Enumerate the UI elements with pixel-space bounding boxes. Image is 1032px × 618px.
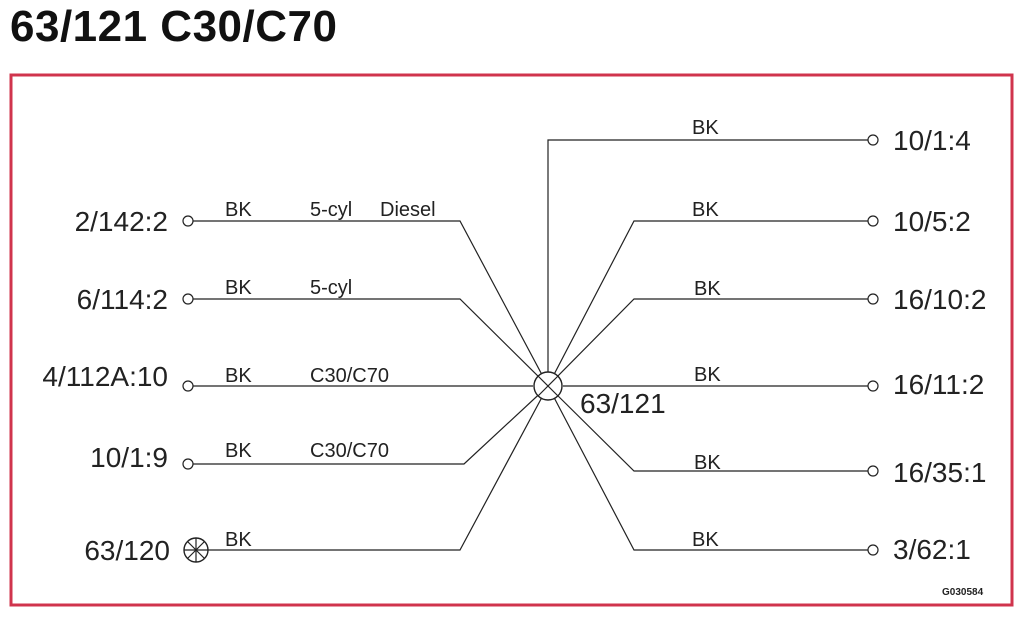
open-circle-icon (867, 380, 879, 392)
wire-note-label: 5-cyl (310, 277, 352, 299)
open-circle-icon (182, 458, 194, 470)
wire-color-label: BK (225, 277, 252, 299)
left-wire-4: 10/1:9 BK C30/C70 (90, 385, 549, 473)
wire-color-label: BK (694, 278, 721, 300)
splice-hub-icon (533, 371, 563, 401)
left-wire-3: 4/112A:10 BK C30/C70 (42, 361, 533, 392)
open-circle-icon (867, 544, 879, 556)
wire-color-label: BK (225, 529, 252, 551)
left-terminal-label: 63/120 (84, 535, 170, 566)
wire-note-label: C30/C70 (310, 440, 389, 462)
diagram-title: 63/121 C30/C70 (10, 2, 338, 51)
left-terminal-label: 10/1:9 (90, 442, 168, 473)
wire-color-label: BK (692, 199, 719, 221)
hub-label: 63/121 (580, 388, 666, 419)
wire-color-label: BK (225, 440, 252, 462)
wire-note-label: C30/C70 (310, 365, 389, 387)
figure-code: G030584 (942, 587, 984, 598)
left-terminal-label: 2/142:2 (75, 206, 168, 237)
diagram-frame (9, 73, 1014, 607)
open-circle-icon (867, 293, 879, 305)
crossed-circle-icon (183, 537, 209, 563)
right-terminal-label: 10/5:2 (893, 206, 971, 237)
wire-color-label: BK (694, 452, 721, 474)
open-circle-icon (867, 465, 879, 477)
right-wire-1: 10/1:4 BK (547, 117, 971, 386)
open-circle-icon (867, 134, 879, 146)
right-terminal-label: 16/35:1 (893, 457, 986, 488)
right-wire-6: 3/62:1 BK (547, 385, 971, 565)
open-circle-icon (182, 215, 194, 227)
wire-color-label: BK (694, 364, 721, 386)
right-terminal-label: 16/11:2 (893, 369, 984, 400)
wire-color-label: BK (692, 529, 719, 551)
left-terminal-label: 4/112A:10 (42, 361, 168, 392)
left-wire-1: 2/142:2 BK 5-cyl Diesel (75, 199, 549, 387)
left-wire-2: 6/114:2 BK 5-cyl (77, 277, 549, 387)
open-circle-icon (182, 380, 194, 392)
left-wire-5: 63/120 BK (84, 385, 549, 566)
wire-color-label: BK (225, 199, 252, 221)
right-wire-5: 16/35:1 BK (547, 385, 986, 488)
open-circle-icon (182, 293, 194, 305)
open-circle-icon (867, 215, 879, 227)
right-wire-3: 16/10:2 BK (547, 278, 986, 387)
wire-note-label: 5-cyl (310, 199, 352, 221)
right-terminal-label: 16/10:2 (893, 284, 986, 315)
left-terminal-label: 6/114:2 (77, 284, 168, 315)
right-wire-4: 16/11:2 BK (563, 364, 984, 400)
wire-color-label: BK (225, 365, 252, 387)
right-terminal-label: 10/1:4 (893, 125, 971, 156)
wire-color-label: BK (692, 117, 719, 139)
right-terminal-label: 3/62:1 (893, 534, 971, 565)
right-wire-2: 10/5:2 BK (547, 199, 971, 387)
wire-note-label: Diesel (380, 199, 436, 221)
